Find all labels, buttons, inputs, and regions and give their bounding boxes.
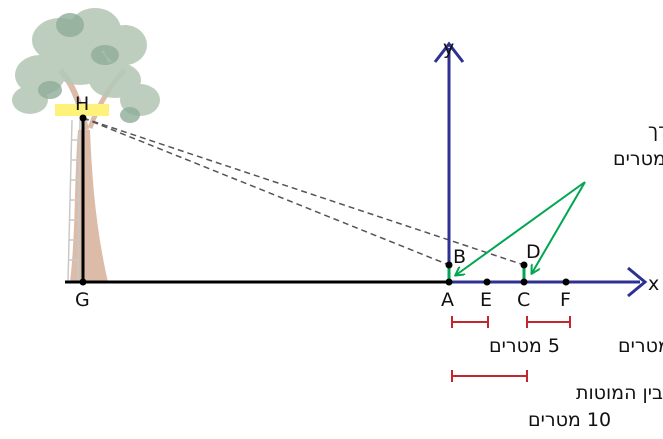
label-G: G bbox=[75, 289, 90, 311]
tree-platform bbox=[55, 104, 109, 116]
measure-AC bbox=[451, 370, 528, 382]
label-C: C bbox=[517, 289, 530, 311]
point-G bbox=[79, 278, 87, 286]
tree-illustration bbox=[12, 8, 160, 283]
tree-trunk bbox=[70, 130, 108, 282]
point-H bbox=[79, 114, 87, 122]
dist-AE-label: 5 מטרים bbox=[489, 335, 560, 357]
label-A: A bbox=[441, 289, 454, 311]
label-H: H bbox=[75, 93, 89, 115]
y-axis-label: y bbox=[443, 37, 454, 59]
x-axis-label: x bbox=[648, 273, 659, 295]
point-A bbox=[445, 278, 453, 286]
x-axis-arrowhead bbox=[627, 266, 648, 298]
measure-CF bbox=[526, 316, 571, 328]
label-D: D bbox=[526, 241, 541, 263]
arrow-to-D bbox=[532, 181, 586, 273]
point-D bbox=[520, 261, 528, 269]
point-C bbox=[520, 278, 528, 286]
measure-AE bbox=[451, 316, 489, 328]
sightline-HB bbox=[82, 117, 450, 266]
poles-note-line2: 2 מטרים bbox=[613, 148, 663, 170]
tree-canopy bbox=[12, 8, 160, 116]
label-E: E bbox=[480, 289, 492, 311]
ladder bbox=[67, 119, 81, 283]
dist-CF-label: 6 מטרים bbox=[618, 335, 663, 357]
label-F: F bbox=[560, 289, 571, 311]
dist-poles-line2: 10 מטרים bbox=[528, 409, 611, 431]
sightline-HD bbox=[82, 117, 525, 266]
poles-note-line1: מוטות באורך bbox=[648, 120, 663, 142]
arrow-to-B bbox=[456, 181, 586, 275]
y-axis-arrowhead bbox=[433, 41, 465, 63]
dist-poles-line1: מרחק בין המוטות bbox=[576, 382, 663, 404]
points bbox=[79, 114, 570, 286]
label-B: B bbox=[453, 246, 466, 268]
point-E bbox=[483, 278, 491, 286]
point-F bbox=[562, 278, 570, 286]
point-B bbox=[445, 261, 453, 269]
